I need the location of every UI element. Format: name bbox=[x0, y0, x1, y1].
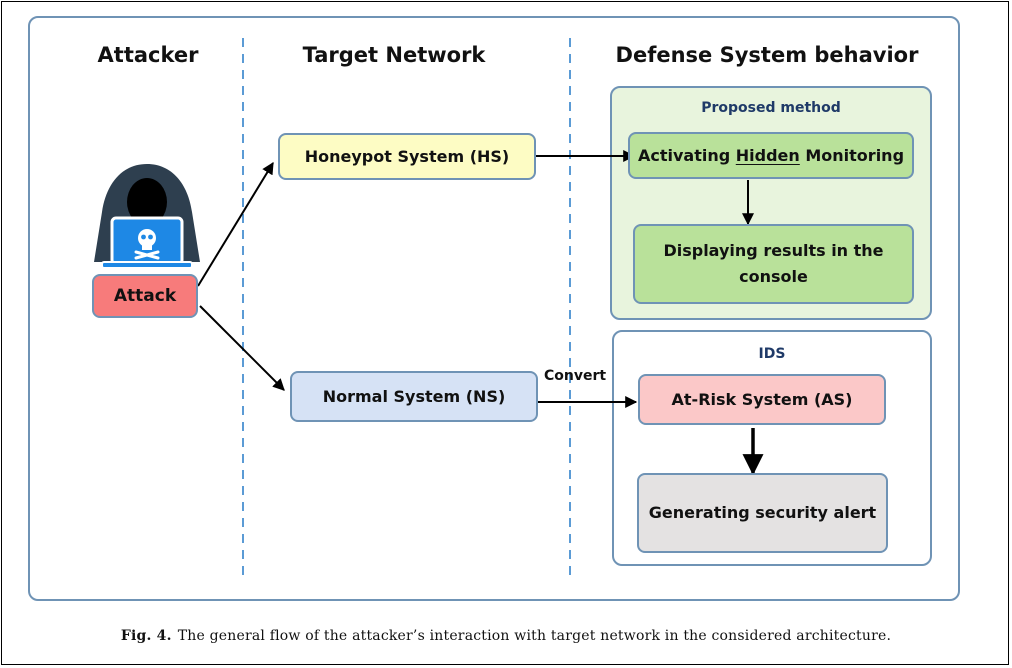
column-title-attacker: Attacker bbox=[97, 43, 199, 67]
figure-caption: Fig. 4. The general flow of the attacker’… bbox=[0, 628, 1012, 644]
at-risk-system-box: At-Risk System (AS) bbox=[638, 374, 886, 425]
caption-text: The general flow of the attacker’s inter… bbox=[177, 628, 892, 644]
convert-label: Convert bbox=[544, 368, 607, 384]
caption-label: Fig. 4. bbox=[120, 628, 172, 644]
security-alert-box: Generating security alert bbox=[637, 473, 888, 553]
proposed-method-title: Proposed method bbox=[701, 100, 841, 116]
activating-hidden-monitoring-box: Activating Hidden Monitoring bbox=[628, 132, 914, 179]
activating-text-hidden: Hidden bbox=[735, 145, 800, 165]
attack-box: Attack bbox=[92, 274, 198, 318]
ids-title: IDS bbox=[758, 346, 786, 362]
activating-text-pre: Activating bbox=[637, 145, 736, 165]
displaying-results-box: Displaying results in the console bbox=[633, 224, 914, 304]
column-title-defense: Defense System behavior bbox=[615, 43, 919, 67]
column-title-target-network: Target Network bbox=[302, 43, 486, 67]
activating-text-post: Monitoring bbox=[799, 145, 905, 165]
honeypot-system-box: Honeypot System (HS) bbox=[278, 133, 536, 180]
normal-system-box: Normal System (NS) bbox=[290, 371, 538, 422]
hacker-icon bbox=[94, 164, 200, 269]
